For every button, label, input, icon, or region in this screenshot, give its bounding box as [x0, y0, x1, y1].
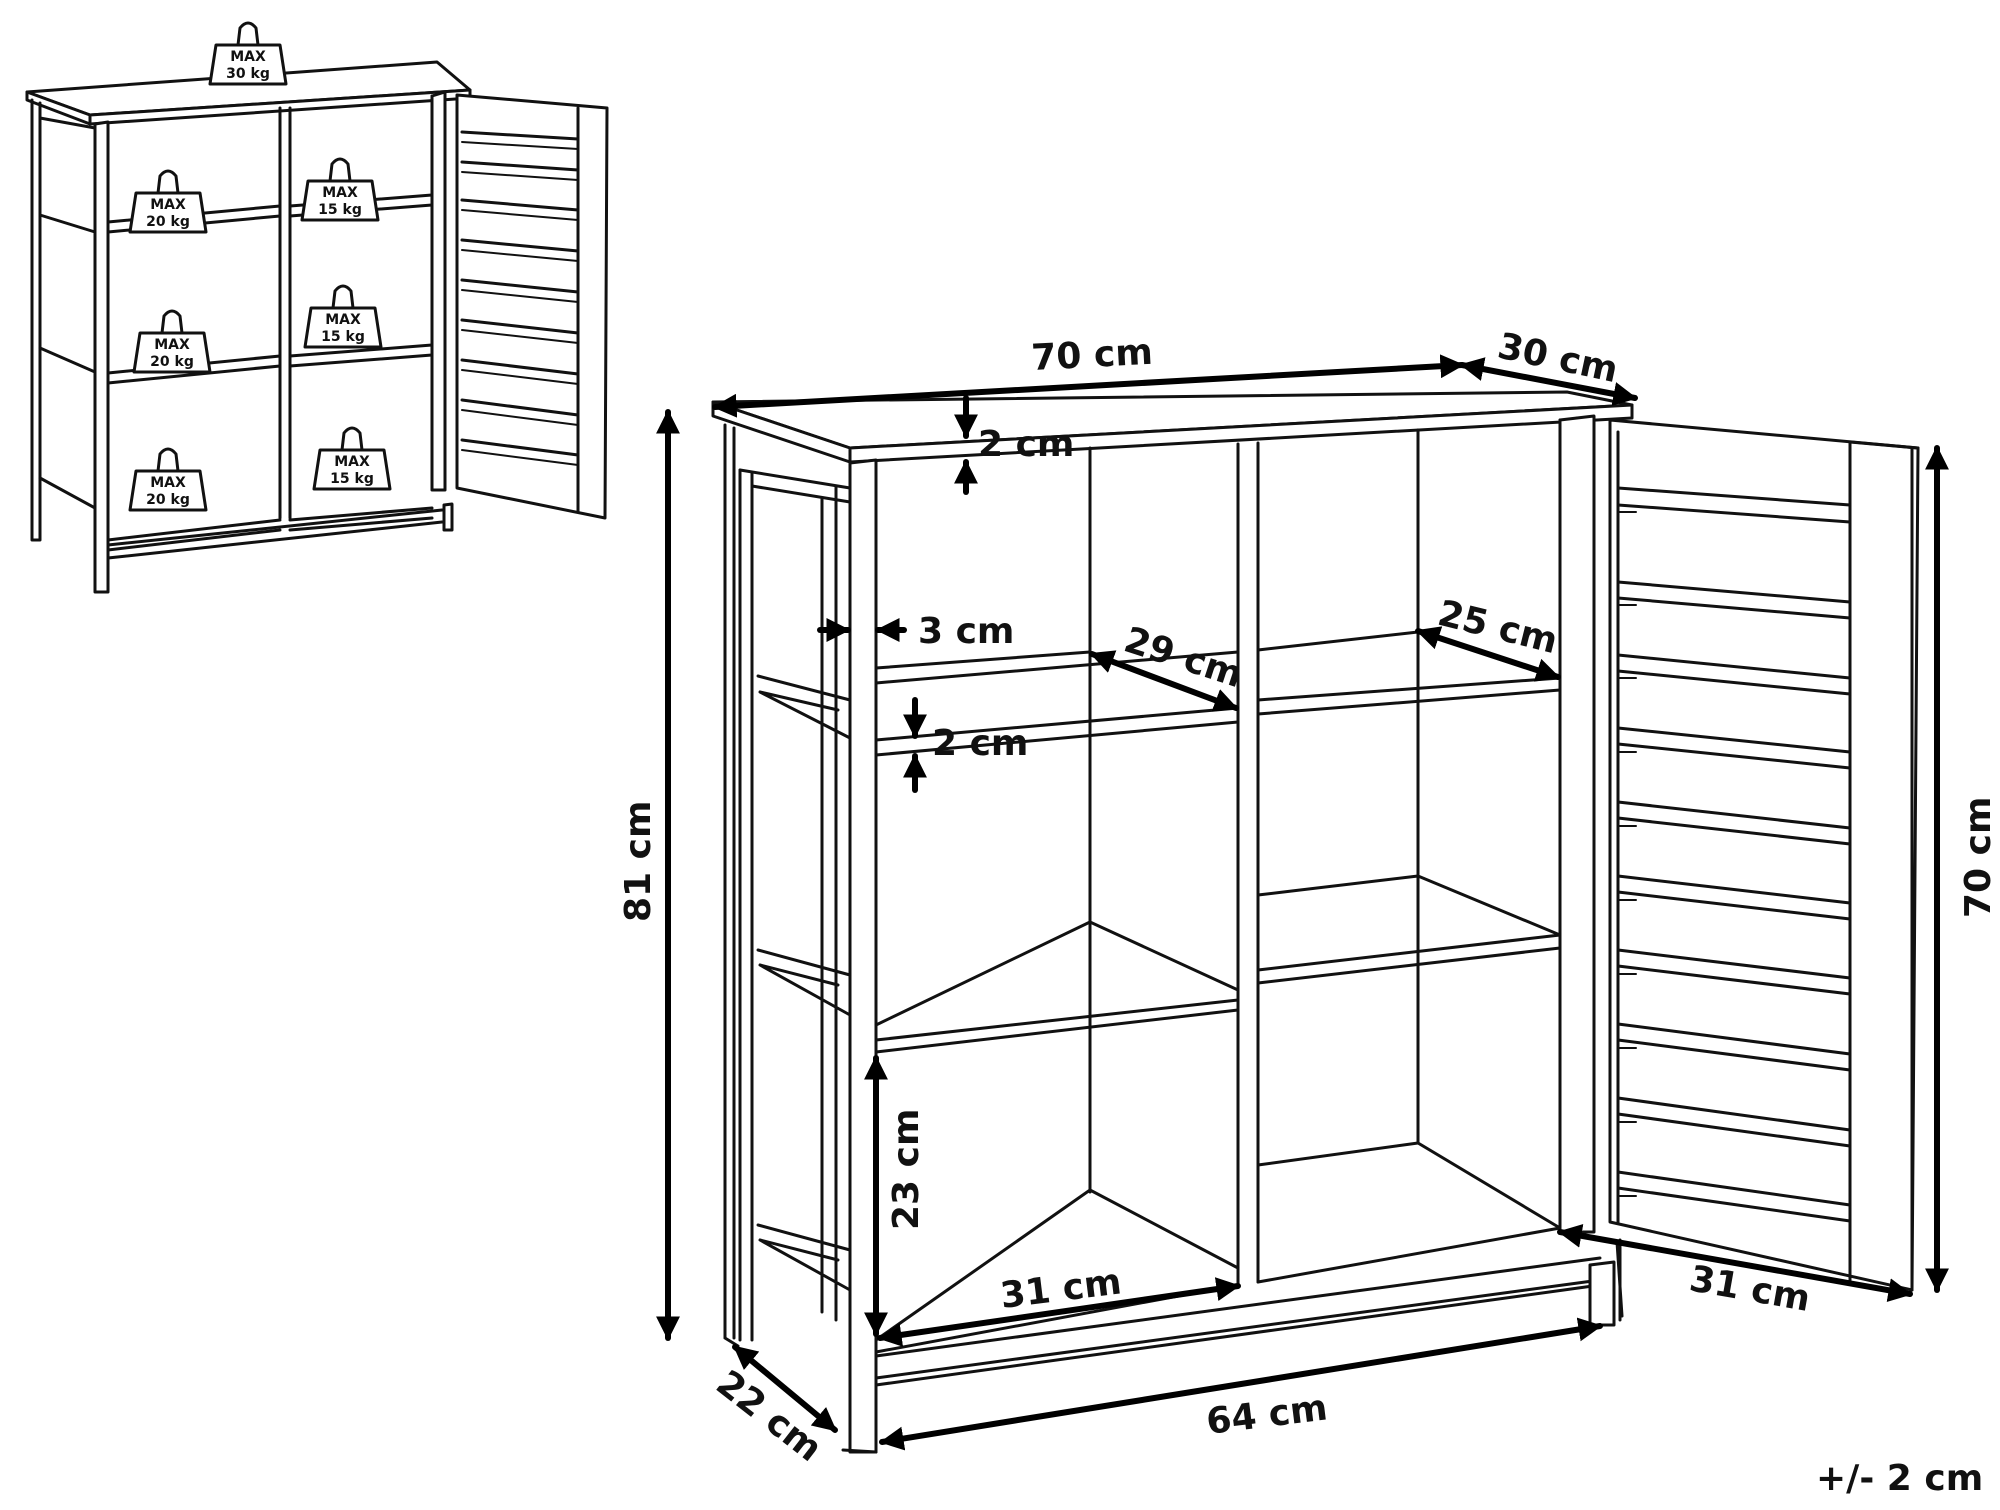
dim-door-width-label: 31 cm — [1686, 1258, 1813, 1319]
dim-shelf-depth-label: 29 cm — [1119, 620, 1247, 697]
dim-shelf-thickness-label: 2 cm — [932, 723, 1028, 764]
weight-icon-top: MAX 30 kg — [208, 21, 288, 86]
weight-icon-left-1: MAX 20 kg — [128, 169, 208, 234]
dim-compartment-height-label: 23 cm — [886, 1109, 927, 1230]
dim-top-width-label: 70 cm — [1030, 332, 1153, 379]
weight-left-2-line1: MAX — [154, 337, 190, 353]
dim-top-thickness-label: 2 cm — [978, 424, 1074, 465]
dimension-lines — [656, 354, 1949, 1451]
dim-total-height-label: 81 cm — [618, 801, 659, 922]
load-capacity-thumbnail — [25, 60, 609, 594]
weight-left-1-line2: 20 kg — [146, 214, 190, 230]
weight-left-3-line1: MAX — [150, 475, 186, 491]
tolerance-label: +/- 2 cm — [1816, 1458, 1983, 1499]
weight-right-1-line1: MAX — [322, 185, 358, 201]
dim-inner-width-label: 64 cm — [1204, 1387, 1330, 1442]
weight-right-3-line2: 15 kg — [330, 471, 374, 487]
weight-left-3-line2: 20 kg — [146, 492, 190, 508]
weight-left-2-line2: 20 kg — [150, 354, 194, 370]
dim-side-thickness-label: 3 cm — [918, 611, 1014, 652]
weight-icon-right-2: MAX 15 kg — [303, 284, 383, 349]
weight-top-line1: MAX — [230, 49, 266, 65]
weight-right-3-line1: MAX — [334, 454, 370, 470]
dim-shelf-depth-right-label: 25 cm — [1434, 593, 1562, 662]
weight-right-2-line1: MAX — [325, 312, 361, 328]
dim-door-height-label: 70 cm — [1958, 797, 1999, 918]
weight-icon-left-3: MAX 20 kg — [128, 447, 208, 512]
weight-icon-right-1: MAX 15 kg — [300, 157, 380, 222]
weight-icon-right-3: MAX 15 kg — [312, 426, 392, 491]
weight-top-line2: 30 kg — [226, 66, 270, 82]
weight-right-2-line2: 15 kg — [321, 329, 365, 345]
weight-right-1-line2: 15 kg — [318, 202, 362, 218]
weight-icon-left-2: MAX 20 kg — [132, 309, 212, 374]
weight-left-1-line1: MAX — [150, 197, 186, 213]
